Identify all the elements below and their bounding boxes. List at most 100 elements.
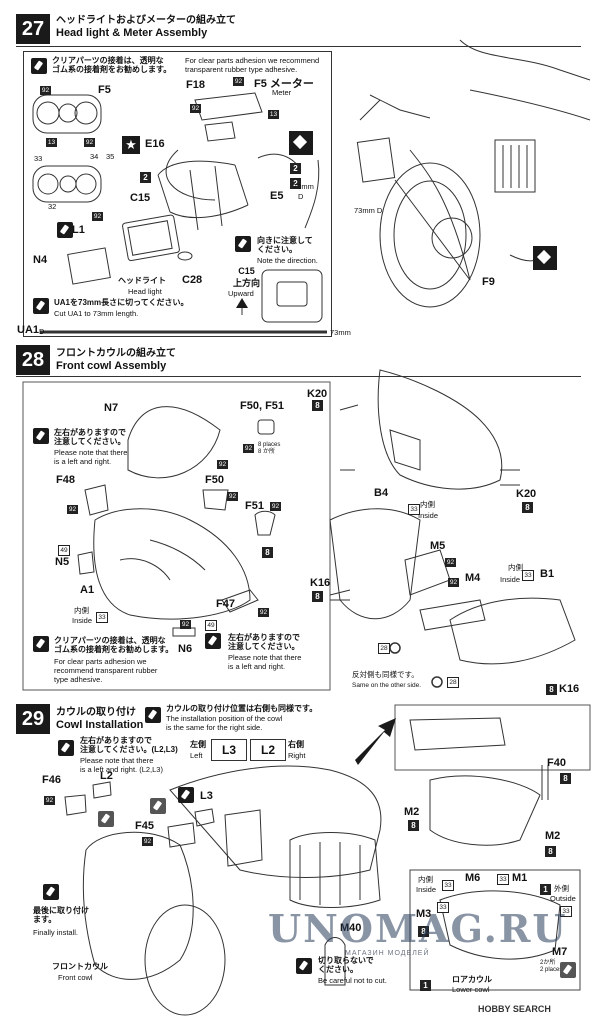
lower-cowl-ja: ロアカウル bbox=[452, 975, 492, 984]
glue-icon bbox=[145, 707, 161, 723]
label-c15: C15 bbox=[130, 192, 151, 204]
paint-num: 33 bbox=[408, 504, 420, 515]
final-install-en: Finally install. bbox=[33, 928, 79, 937]
lr-note-ja-2: 左右がありますので 注意してください。 bbox=[228, 633, 300, 651]
label-f48: F48 bbox=[56, 474, 75, 486]
label-k16-left: K16 bbox=[310, 577, 331, 589]
label-73mm: 73mm bbox=[293, 182, 314, 191]
count-badge: 8 bbox=[546, 684, 557, 695]
clear-note-ja: クリアパーツの接着は、透明な ゴム系の接着剤をお勧めします。 bbox=[54, 636, 174, 654]
meter-cluster bbox=[194, 92, 263, 121]
cowl-side-note-en: The installation position of the cowl is… bbox=[166, 714, 283, 732]
paint-num: 13 bbox=[268, 110, 279, 119]
clear-adhesive-note-ja: クリアパーツの接着は、透明な ゴム系の接着剤をお勧めします。 bbox=[52, 56, 172, 74]
paint-num: 92 bbox=[448, 578, 459, 587]
label-f5: F5 bbox=[98, 84, 111, 96]
paint-num: 49 bbox=[205, 620, 217, 631]
tool-icon bbox=[98, 811, 114, 827]
label-m2-left: M2 bbox=[404, 806, 420, 818]
label-k20-top: K20 bbox=[307, 388, 328, 400]
count-badge: 8 bbox=[312, 591, 323, 602]
bike-headlight bbox=[356, 137, 396, 183]
label-f50: F50 bbox=[205, 474, 224, 486]
lens-f51 bbox=[254, 510, 276, 536]
meter-panel-top bbox=[32, 94, 102, 134]
final-install-ja: 最後に取り付け ます。 bbox=[33, 906, 89, 924]
step-title-ja: フロントカウルの組み立て bbox=[56, 348, 176, 359]
m4 bbox=[419, 599, 486, 631]
label-f18: F18 bbox=[186, 79, 205, 91]
front-cowl-en: Front cowl bbox=[58, 973, 93, 982]
paint-num: 92 bbox=[92, 212, 103, 221]
count-badge: 8 bbox=[418, 926, 429, 937]
glue-icon bbox=[43, 884, 59, 900]
label-m7: M7 bbox=[552, 946, 568, 958]
paint-num: 33 bbox=[497, 874, 509, 885]
tool-icon bbox=[150, 798, 166, 814]
c15-upward-ja: C15 上方向 bbox=[233, 266, 261, 288]
count-badge: 1 bbox=[540, 884, 551, 895]
label-m5: M5 bbox=[430, 540, 446, 552]
label-b1: B1 bbox=[540, 568, 555, 580]
label-ua1: UA1 bbox=[17, 324, 40, 336]
label-meter-en: Meter bbox=[272, 88, 292, 97]
step-divider bbox=[16, 46, 581, 47]
paint-num: 33 bbox=[34, 154, 43, 163]
n5 bbox=[77, 551, 95, 575]
inside-ja-b4: 内側 bbox=[420, 500, 435, 509]
mirror-f48 bbox=[84, 484, 109, 516]
label-e16: E16 bbox=[145, 138, 165, 150]
paint-num: 92 bbox=[243, 444, 254, 453]
inside-en-b1: Inside bbox=[500, 575, 521, 584]
step-title-ja: ヘッドライトおよびメーターの組み立て bbox=[56, 15, 236, 26]
glue-icon bbox=[33, 636, 49, 652]
cut-note-ja: 切り取らないで ください。 bbox=[318, 956, 374, 974]
direction-arrow bbox=[355, 718, 396, 765]
count-badge: 8 bbox=[408, 820, 419, 831]
count-badge: 1 bbox=[420, 980, 431, 991]
step-number-28: 28 bbox=[16, 345, 50, 375]
right-part-box: L2 bbox=[250, 739, 286, 761]
diamond-mark-icon bbox=[533, 246, 557, 270]
label-c28: C28 bbox=[182, 274, 203, 286]
lr-note-ja-29: 左右がありますので 注意してください。(L2,L3) bbox=[80, 736, 178, 754]
label-f51: F51 bbox=[245, 500, 264, 512]
label-m40: M40 bbox=[340, 922, 362, 934]
paint-num: 92 bbox=[217, 460, 228, 469]
label-f40: F40 bbox=[547, 757, 566, 769]
paint-num: 92 bbox=[44, 796, 55, 805]
glue-icon bbox=[57, 222, 73, 238]
label-n4: N4 bbox=[33, 254, 48, 266]
paint-num: 92 bbox=[190, 104, 201, 113]
label-d: D bbox=[298, 192, 304, 201]
lens-l2 bbox=[92, 781, 112, 799]
label-n5: N5 bbox=[55, 556, 70, 568]
step-title-en: Cowl Installation bbox=[56, 719, 144, 731]
label-73mm-d: 73mm D bbox=[354, 206, 383, 215]
count-badge: 8 bbox=[522, 502, 533, 513]
paint-num: 32 bbox=[48, 202, 57, 211]
left-part-box: L3 bbox=[211, 739, 247, 761]
label-f5-meter: F5 メーター bbox=[254, 78, 314, 90]
glue-icon bbox=[296, 958, 312, 974]
meter-panel-bottom bbox=[32, 165, 102, 203]
right-side-ja: 右側 bbox=[288, 740, 304, 749]
clear-note-en: For clear parts adhesion we recommend tr… bbox=[54, 657, 158, 684]
tool-icon bbox=[560, 962, 576, 978]
lower-cowl-m2 bbox=[429, 775, 541, 846]
c15-upward-view bbox=[261, 269, 323, 323]
lr-note-ja: 左右がありますので 注意してください。 bbox=[54, 428, 126, 446]
paint-num: 92 bbox=[227, 492, 238, 501]
lower-cowl-detail-box bbox=[409, 869, 581, 991]
step-title-29: カウルの取り付け Cowl Installation bbox=[56, 706, 143, 732]
lower-cowl-en: Lower cowl bbox=[452, 985, 490, 994]
m40 bbox=[324, 937, 346, 986]
glue-icon bbox=[58, 740, 74, 756]
paint-num: 35 bbox=[106, 152, 115, 161]
inside-ja-b1: 内側 bbox=[508, 563, 523, 572]
glue-icon bbox=[33, 428, 49, 444]
label-m2-right: M2 bbox=[545, 830, 561, 842]
count-badge: 2 bbox=[290, 178, 301, 189]
label-f50-f51: F50, F51 bbox=[240, 400, 285, 412]
fuel-tank-area bbox=[169, 765, 382, 878]
